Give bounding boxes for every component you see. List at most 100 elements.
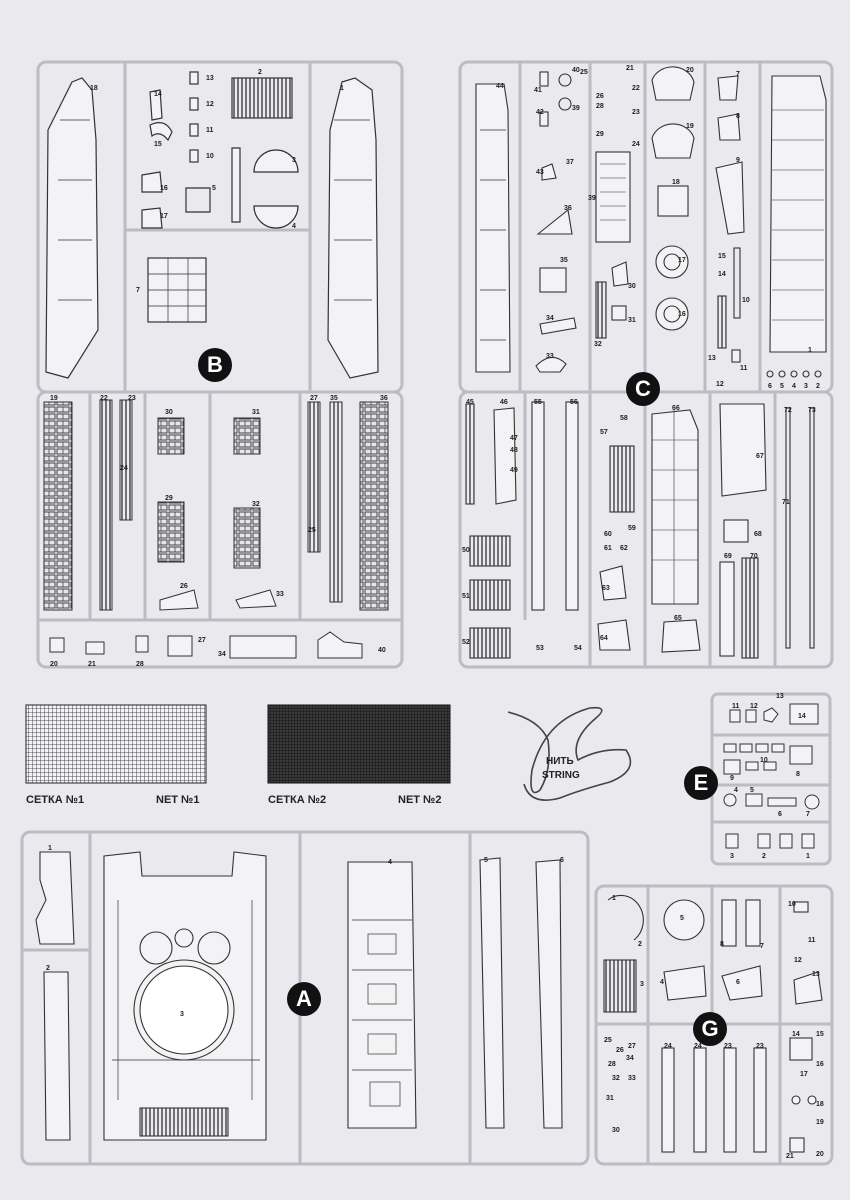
svg-text:3: 3 xyxy=(292,157,296,164)
svg-text:2: 2 xyxy=(46,965,50,972)
svg-text:22: 22 xyxy=(632,85,640,92)
net-1-label-ru: СЕТКА №1 xyxy=(26,794,85,806)
svg-text:5: 5 xyxy=(780,383,784,390)
svg-text:43: 43 xyxy=(536,169,544,176)
svg-text:2: 2 xyxy=(638,941,642,948)
svg-text:8: 8 xyxy=(720,941,724,948)
svg-text:23: 23 xyxy=(128,395,136,402)
svg-text:24: 24 xyxy=(632,141,640,148)
svg-text:2: 2 xyxy=(258,69,262,76)
svg-text:31: 31 xyxy=(252,409,260,416)
svg-text:26: 26 xyxy=(180,583,188,590)
svg-text:40: 40 xyxy=(572,67,580,74)
svg-text:40: 40 xyxy=(378,647,386,654)
svg-text:19: 19 xyxy=(686,123,694,130)
svg-text:24: 24 xyxy=(664,1043,672,1050)
svg-text:20: 20 xyxy=(50,661,58,668)
svg-text:73: 73 xyxy=(808,407,816,414)
svg-text:53: 53 xyxy=(536,645,544,652)
svg-text:23: 23 xyxy=(632,109,640,116)
svg-text:12: 12 xyxy=(716,381,724,388)
svg-text:10: 10 xyxy=(206,153,214,160)
svg-text:16: 16 xyxy=(816,1061,824,1068)
svg-text:1: 1 xyxy=(808,347,812,354)
sprue-badge-g: G xyxy=(693,1012,727,1046)
svg-text:35: 35 xyxy=(330,395,338,402)
svg-text:11: 11 xyxy=(206,127,214,134)
svg-text:20: 20 xyxy=(816,1151,824,1158)
svg-text:3: 3 xyxy=(730,853,734,860)
svg-text:17: 17 xyxy=(160,213,168,220)
svg-text:15: 15 xyxy=(154,141,162,148)
svg-text:46: 46 xyxy=(500,399,508,406)
svg-text:60: 60 xyxy=(604,531,612,538)
svg-text:57: 57 xyxy=(600,429,608,436)
svg-text:2: 2 xyxy=(762,853,766,860)
svg-text:7: 7 xyxy=(736,71,740,78)
svg-text:17: 17 xyxy=(678,257,686,264)
svg-text:71: 71 xyxy=(782,499,790,506)
svg-text:10: 10 xyxy=(788,901,796,908)
svg-text:4: 4 xyxy=(292,223,296,230)
svg-text:21: 21 xyxy=(626,65,634,72)
svg-text:12: 12 xyxy=(750,703,758,710)
svg-text:63: 63 xyxy=(602,585,610,592)
svg-text:47: 47 xyxy=(510,435,518,442)
svg-text:7: 7 xyxy=(136,287,140,294)
svg-text:51: 51 xyxy=(462,593,470,600)
svg-text:6: 6 xyxy=(768,383,772,390)
svg-text:65: 65 xyxy=(674,615,682,622)
svg-text:33: 33 xyxy=(628,1075,636,1082)
svg-text:13: 13 xyxy=(776,693,784,700)
string-label-en: STRING xyxy=(542,770,580,781)
svg-text:33: 33 xyxy=(546,353,554,360)
svg-text:34: 34 xyxy=(626,1055,634,1062)
svg-text:48: 48 xyxy=(510,447,518,454)
sprue-badge-c: C xyxy=(626,372,660,406)
svg-text:4: 4 xyxy=(660,979,664,986)
svg-text:44: 44 xyxy=(496,83,504,90)
svg-text:5: 5 xyxy=(750,787,754,794)
svg-text:10: 10 xyxy=(760,757,768,764)
svg-text:36: 36 xyxy=(564,205,572,212)
svg-text:27: 27 xyxy=(310,395,318,402)
svg-text:16: 16 xyxy=(160,185,168,192)
svg-text:20: 20 xyxy=(686,67,694,74)
svg-text:1: 1 xyxy=(340,85,344,92)
svg-text:36: 36 xyxy=(380,395,388,402)
svg-text:5: 5 xyxy=(484,857,488,864)
svg-text:33: 33 xyxy=(276,591,284,598)
svg-text:31: 31 xyxy=(606,1095,614,1102)
svg-text:19: 19 xyxy=(816,1119,824,1126)
svg-text:23: 23 xyxy=(756,1043,764,1050)
net-2-label-ru: СЕТКА №2 xyxy=(268,794,327,806)
svg-text:11: 11 xyxy=(808,937,816,944)
svg-text:1: 1 xyxy=(806,853,810,860)
svg-text:29: 29 xyxy=(596,131,604,138)
svg-text:16: 16 xyxy=(678,311,686,318)
svg-text:25: 25 xyxy=(580,69,588,76)
svg-text:14: 14 xyxy=(718,271,726,278)
string-coil xyxy=(507,706,632,801)
svg-text:55: 55 xyxy=(534,399,542,406)
svg-text:13: 13 xyxy=(812,971,820,978)
svg-text:3: 3 xyxy=(180,1011,184,1018)
svg-text:39: 39 xyxy=(572,105,580,112)
sprue-e-parts xyxy=(723,703,820,849)
sprue-badge-e: E xyxy=(684,766,718,800)
svg-text:15: 15 xyxy=(816,1031,824,1038)
svg-text:8: 8 xyxy=(796,771,800,778)
svg-text:24: 24 xyxy=(120,465,128,472)
svg-text:72: 72 xyxy=(784,407,792,414)
svg-text:18: 18 xyxy=(672,179,680,186)
svg-text:14: 14 xyxy=(798,713,806,720)
svg-text:3: 3 xyxy=(640,981,644,988)
string-label-ru: НИТЬ xyxy=(546,756,574,767)
svg-text:39: 39 xyxy=(588,195,596,202)
sprue-c-parts xyxy=(465,66,827,659)
